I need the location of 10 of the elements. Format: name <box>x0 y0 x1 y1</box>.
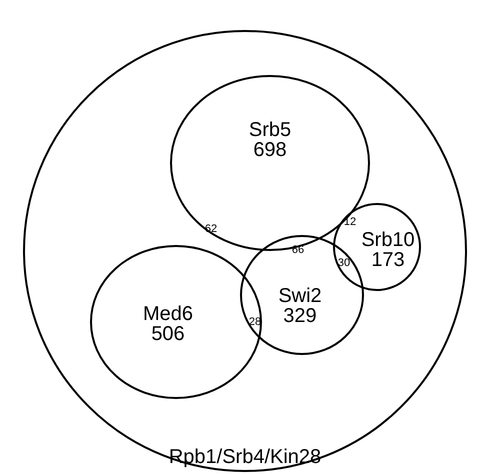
set-count: 506 <box>150 324 186 344</box>
set-count: 698 <box>252 140 288 160</box>
set-name: Srb5 <box>248 120 292 140</box>
set-name: Srb10 <box>361 230 415 250</box>
set-count: 173 <box>370 250 406 270</box>
set-count: 329 <box>282 306 318 326</box>
set-name: Swi2 <box>278 286 322 306</box>
set-name: Med6 <box>142 304 194 324</box>
overlap-count: 30 <box>338 257 350 269</box>
set-name: Rpb1/Srb4/Kin28 <box>168 447 322 467</box>
